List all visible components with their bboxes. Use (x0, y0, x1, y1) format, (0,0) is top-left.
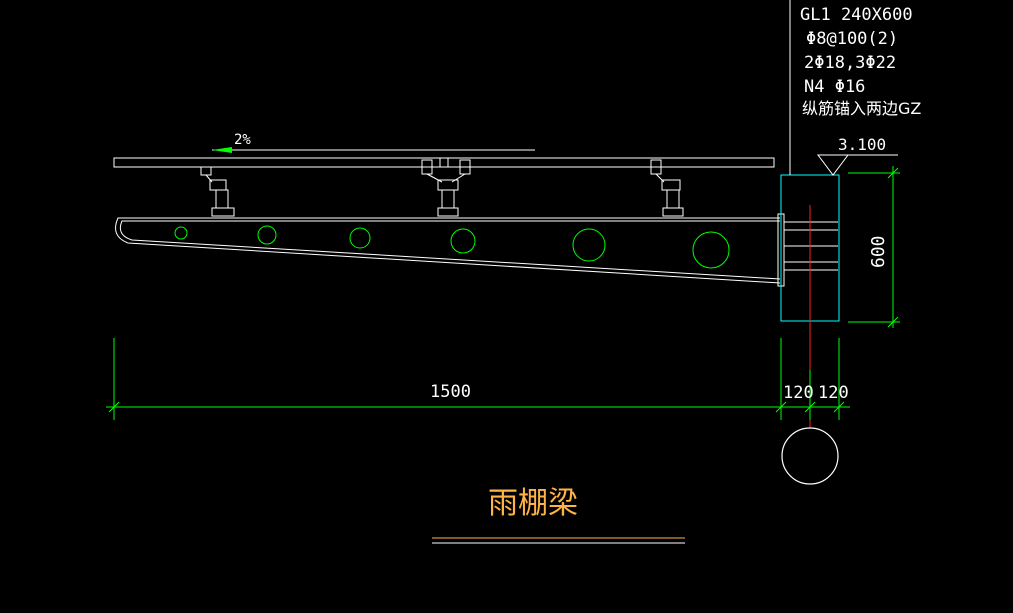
left-half-width-label: 120 (783, 383, 814, 403)
elevation-mark: 3.100 (817, 135, 898, 176)
elevation-triangle-icon (817, 154, 849, 176)
beam-hole-2 (257, 225, 277, 245)
support-fitting-1 (200, 166, 235, 217)
annotation-line2: Φ8@100(2) (806, 29, 898, 49)
beam-hole-1 (174, 226, 188, 240)
beam-holes (174, 225, 730, 269)
beam-outline (115, 217, 781, 284)
drawing-title: 雨棚梁 (488, 486, 578, 521)
cantilever-length-label: 1500 (430, 382, 471, 402)
vertical-dimension (848, 166, 900, 328)
elevation-label: 3.100 (838, 135, 886, 154)
annotation-line4: N4 Φ16 (804, 77, 865, 97)
annotation-line1: GL1 240X600 (800, 5, 913, 25)
beam-annotation: GL1 240X600 Φ8@100(2) 2Φ18,3Φ22 N4 Φ16 纵… (800, 5, 921, 118)
canopy-glass (113, 157, 775, 168)
slope-label: 2% (234, 132, 251, 148)
annotation-line5: 纵筋锚入两边GZ (802, 99, 921, 118)
annotation-line3: 2Φ18,3Φ22 (804, 53, 896, 73)
slope-indicator: 2% (212, 132, 535, 153)
support-fitting-2 (421, 159, 471, 217)
cantilever-beam (115, 217, 781, 284)
slope-arrow-icon (212, 147, 232, 153)
beam-hole-3 (349, 227, 371, 249)
beam-inner-line (119, 220, 781, 280)
beam-hole-5 (572, 228, 606, 262)
beam-hole-4 (450, 228, 476, 254)
beam-hole-6 (692, 231, 730, 269)
axis-bubble (781, 427, 839, 485)
canopy-panel (113, 157, 775, 168)
beam-depth-label: 600 (868, 235, 889, 268)
support-fitting-3 (650, 159, 684, 217)
right-half-width-label: 120 (818, 383, 849, 403)
horizontal-dimension (106, 338, 850, 420)
